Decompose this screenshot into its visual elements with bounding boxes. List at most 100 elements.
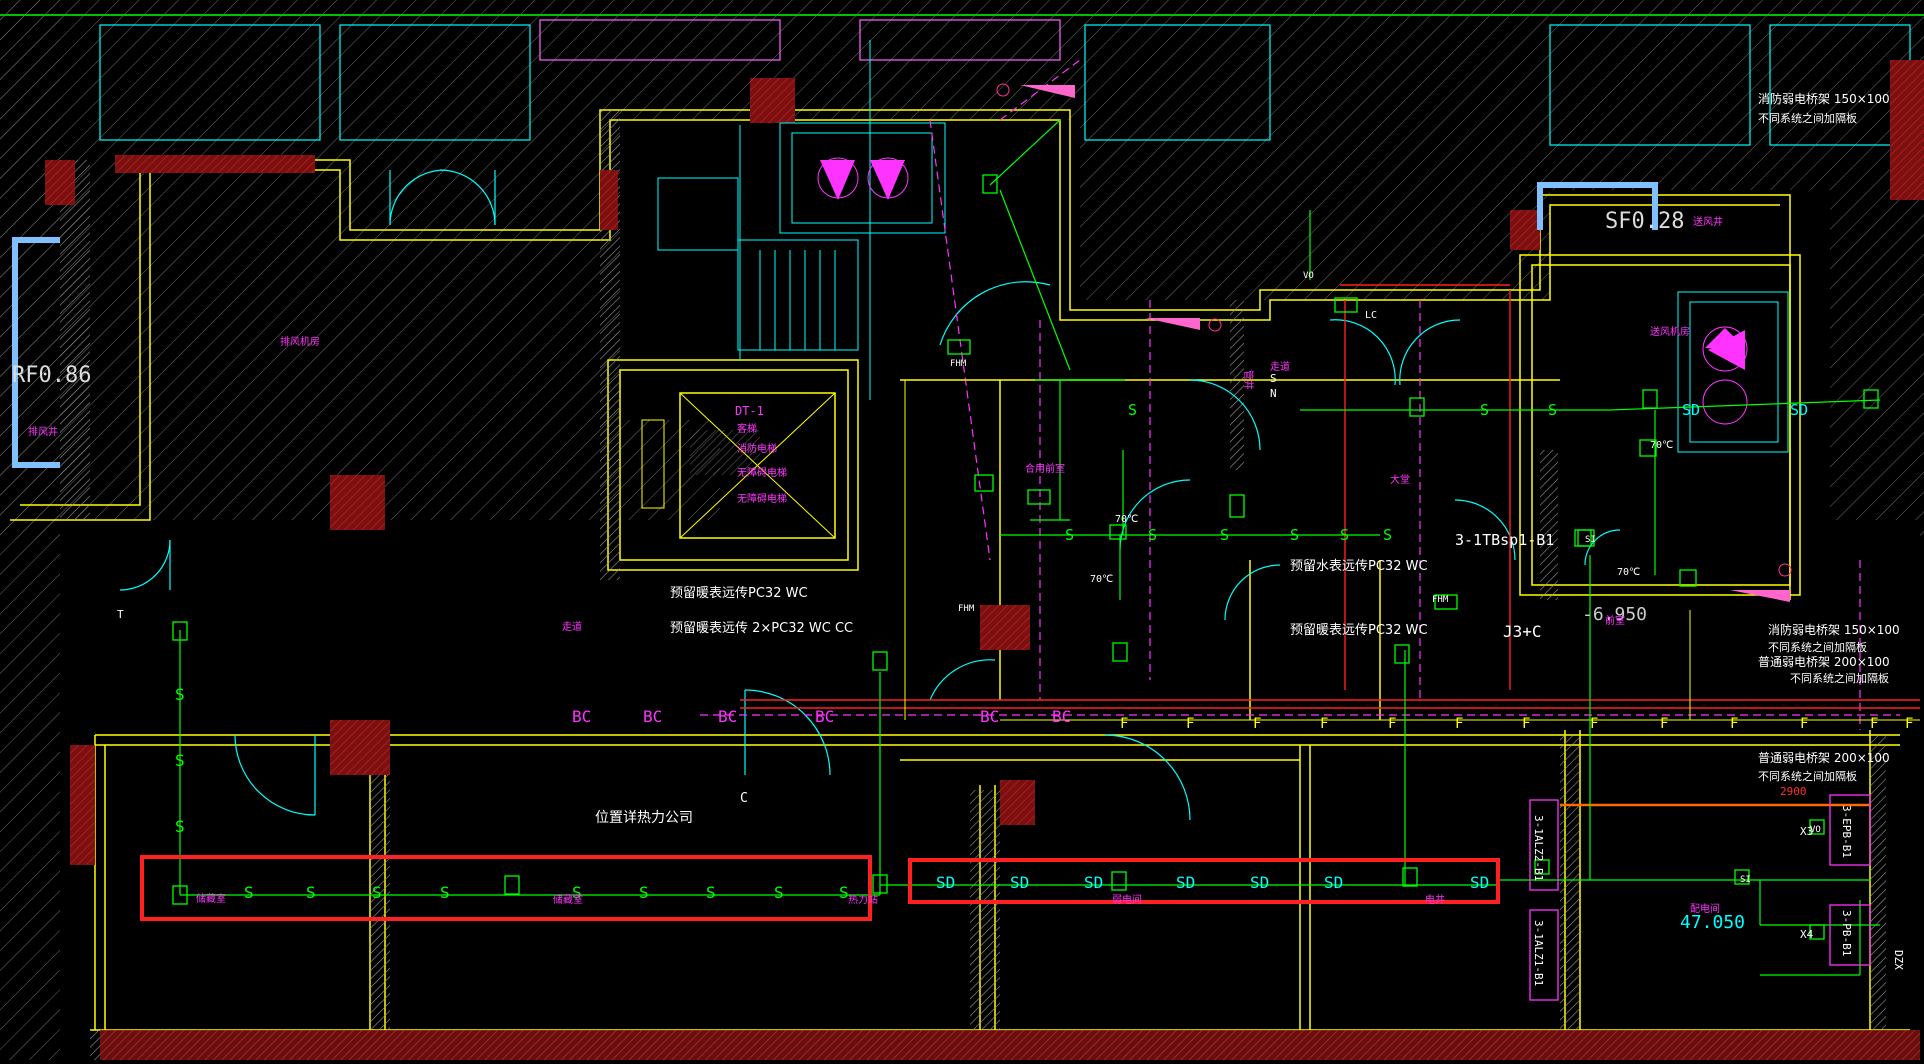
f-label: F (1730, 716, 1738, 732)
bus-label-s: S (774, 883, 784, 902)
t-label: T (117, 608, 124, 621)
sys-pb: 3-PB-B1 (1840, 910, 1853, 956)
bc-label: BC (718, 707, 737, 726)
bus-label-s: S (639, 883, 649, 902)
f-label: F (1388, 716, 1396, 732)
sys-x3: X3 (1800, 825, 1813, 838)
f-label: F (1870, 716, 1878, 732)
fan-units (779, 122, 1789, 453)
tray-4b: 不同系统之间加隔板 (1758, 769, 1857, 783)
sys-dzx: DZX (1892, 950, 1905, 970)
room-duishu: 配电间 (1690, 902, 1720, 915)
f-label: F (1253, 716, 1261, 732)
elevator-dt1 (641, 392, 836, 539)
top-s-label: S (1548, 401, 1557, 419)
bus-label-s: S (839, 883, 849, 902)
room-elev3: 无障碍电梯 (737, 466, 787, 479)
room-tui: 走道 (1270, 360, 1290, 373)
bc-label: BC (815, 707, 834, 726)
bc-label: BC (572, 707, 591, 726)
f-label: F (1660, 716, 1668, 732)
mid-s-label: S (1148, 526, 1157, 544)
pink-markers (996, 83, 1792, 602)
temp-a: 70℃ (1115, 514, 1138, 525)
top-s-label: SD (1682, 401, 1700, 419)
tray-3b: 不同系统之间加隔板 (1790, 671, 1889, 685)
vo-2: VO (1810, 825, 1821, 835)
bus-label-s: S (440, 883, 450, 902)
room-pump: 弱电间 (1112, 893, 1142, 906)
bus-label-s-vert: S (175, 751, 185, 770)
room-left: 排风井 (28, 425, 58, 438)
elev-mid: -6.950 (1582, 604, 1647, 625)
room-front: 前室 (1605, 614, 1625, 627)
temp-c: 70℃ (1650, 440, 1673, 451)
bus-label-s: S (706, 883, 716, 902)
rf-label: RF0.86 (12, 363, 91, 388)
room-elec: 电井 (1425, 893, 1445, 906)
tray-4a: 普通弱电桥架 200×100 (1758, 751, 1890, 765)
bc-label: BC (643, 707, 662, 726)
si-1: SI (1740, 875, 1751, 885)
bus-label-sd: SD (1324, 873, 1343, 892)
mid-s-label: S (1220, 526, 1229, 544)
bus-label-s-vert: S (175, 817, 185, 836)
dt1-label: DT-1 (735, 404, 764, 418)
sf-label: SF0.28 (1605, 209, 1684, 234)
red-tray (740, 284, 1920, 807)
tray-3a: 普通弱电桥架 200×100 (1758, 655, 1890, 669)
fhm-1: FHM (950, 359, 967, 369)
bc-label: BC (1052, 707, 1071, 726)
room-paifeng: 排风机房 (280, 335, 320, 348)
mid-s-label: S (1065, 526, 1074, 544)
sys-epb: 3-EPB-B1 (1840, 805, 1853, 858)
n-box: N (1270, 387, 1277, 400)
bus-label-s: S (306, 883, 316, 902)
sys-apz2: 3-1ALZ1-B1 (1532, 920, 1545, 986)
tray-1b: 不同系统之间加隔板 (1758, 111, 1857, 125)
f-label: F (1590, 716, 1598, 732)
temp-b: 70℃ (1090, 574, 1113, 585)
room-elev4: 无障碍电梯 (737, 492, 787, 505)
top-s-label: S (1128, 401, 1137, 419)
bus-label-sd: SD (936, 873, 955, 892)
room-hegong: 合用前室 (1025, 462, 1065, 475)
bus-label-s-vert: S (175, 685, 185, 704)
val-2900: 2900 (1780, 785, 1807, 798)
room-shuixiang2: 储藏室 (553, 893, 583, 906)
highlight-box-right[interactable] (908, 858, 1500, 904)
f-label: F (1905, 716, 1913, 732)
highlight-box-left[interactable] (140, 855, 872, 921)
note-pipe3: 预留水表远传PC32 WC (1290, 559, 1428, 574)
mid-s-label: S (1340, 526, 1349, 544)
note-pipe4: 预留暖表远传PC32 WC (1290, 623, 1428, 638)
f-label: F (1120, 716, 1128, 732)
room-corridor: 走道 (562, 620, 582, 633)
f-label: F (1455, 716, 1463, 732)
top-s-label: S (1480, 401, 1489, 419)
yellow-f-runs (904, 379, 1920, 721)
bus-label-s: S (372, 883, 382, 902)
room-jinfengjing: 送风井 (1693, 215, 1723, 228)
temp-d: 70℃ (1617, 567, 1640, 578)
green-bus-lines (179, 119, 1881, 976)
top-room-outlines (99, 24, 1911, 146)
mid-s-label: S (1383, 526, 1392, 544)
fhm-3: FHM (1432, 595, 1449, 605)
note-company: 位置详热力公司 (595, 810, 693, 826)
mid-s-label: S (1290, 526, 1299, 544)
tray-1a: 消防弱电桥架 150×100 (1758, 91, 1890, 106)
bus-label-s: S (572, 883, 582, 902)
note-pipe1: 预留暖表远传PC32 WC (670, 586, 808, 601)
exterior-hatch-left (0, 0, 60, 1060)
top-magenta-frames (539, 19, 1061, 61)
bc-label: BC (980, 707, 999, 726)
bus-label-sd: SD (1010, 873, 1029, 892)
tray-2a: 消防弱电桥架 150×100 (1768, 622, 1900, 637)
bus-label-sd: SD (1084, 873, 1103, 892)
shaft-frames (12, 182, 1658, 468)
room-dajian: 大堂 (1390, 473, 1410, 486)
